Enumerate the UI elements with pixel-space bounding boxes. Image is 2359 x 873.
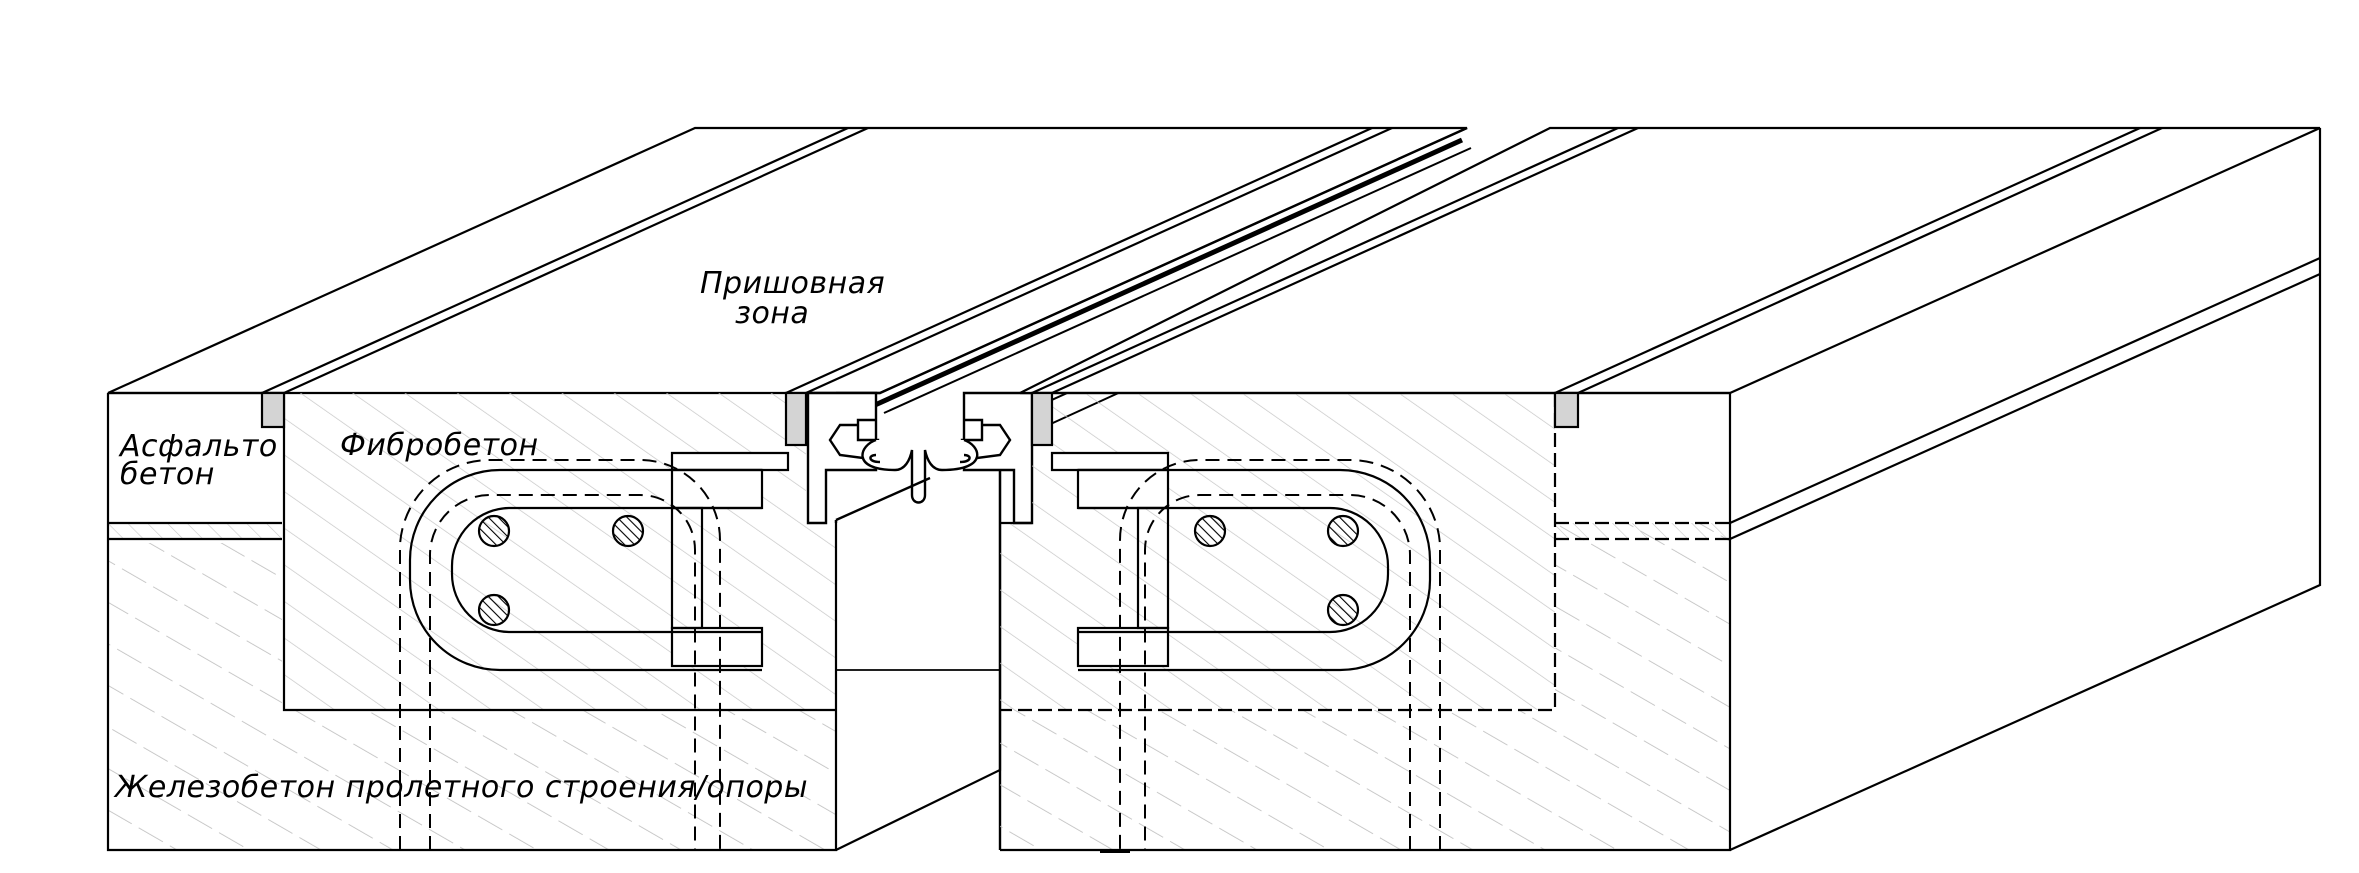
joint-profile: [806, 126, 1476, 850]
label-asphalt-2: бетон: [120, 457, 215, 492]
left-concrete-hatch: [108, 543, 836, 850]
right-rebar-bars: [1193, 514, 1360, 627]
label-asphalt-1: Асфальто: [118, 429, 278, 464]
left-dashed-stirrups: [399, 458, 721, 850]
left-rebar-bars: [477, 514, 645, 627]
right-dashed-stirrups: [1119, 458, 1441, 850]
label-seam-zone-2: зона: [735, 296, 809, 331]
left-anchor-plates: [670, 451, 790, 668]
right-loop-rebar: [1078, 468, 1432, 672]
left-loop-rebar: [408, 468, 762, 672]
right-concrete-hatch: [1000, 523, 1730, 850]
left-deck-block: [106, 126, 1468, 852]
label-seam-zone-1: Пришовная: [700, 266, 885, 301]
label-reinforced-concrete: Железобетон пролетного строения/опоры: [113, 770, 808, 805]
label-fiber-concrete: Фибробетон: [340, 428, 539, 463]
